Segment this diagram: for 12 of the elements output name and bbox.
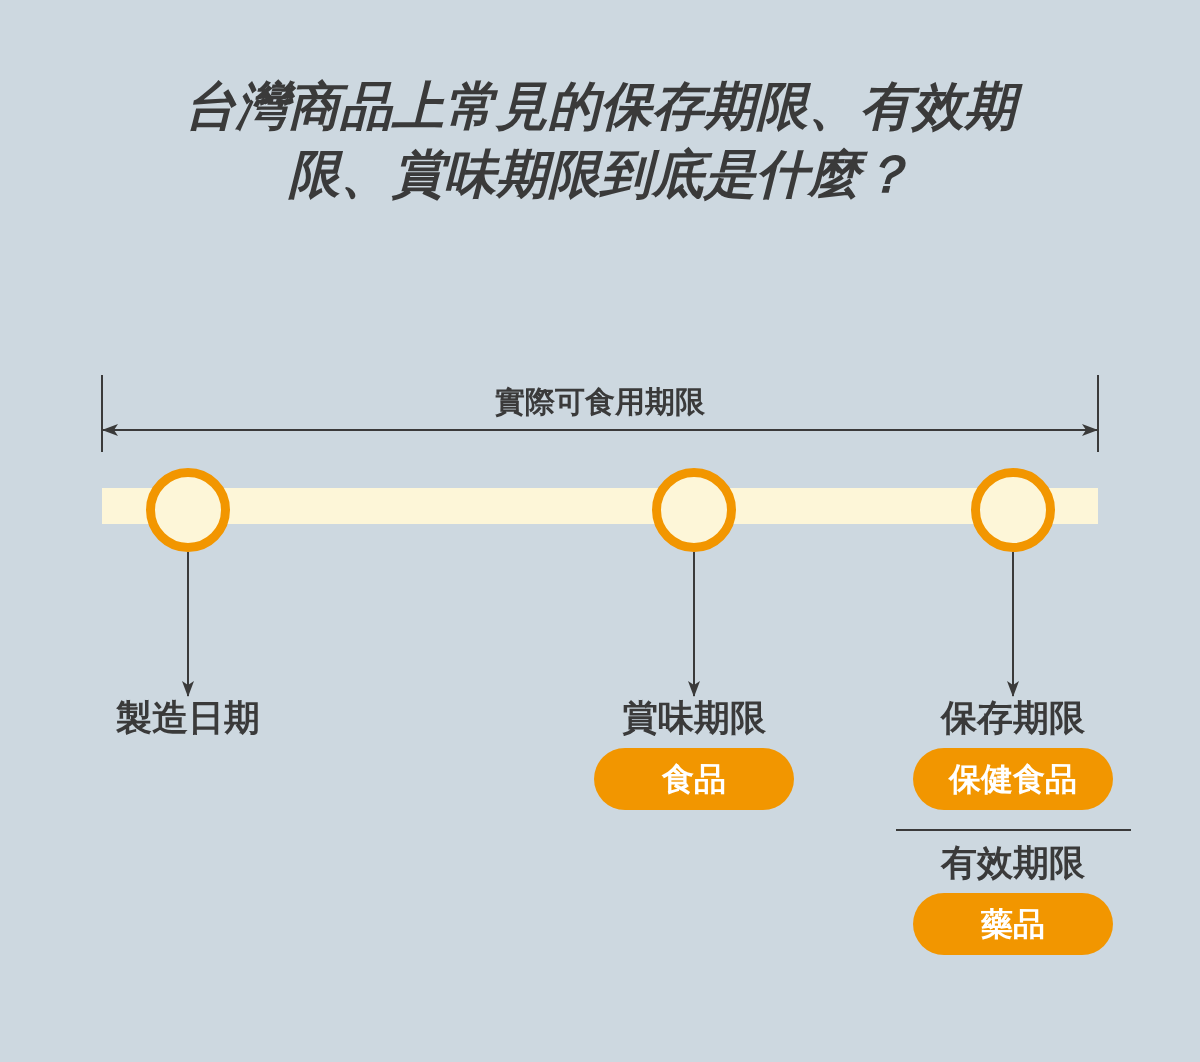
timeline-label: 有效期限 — [903, 843, 1123, 883]
timeline-label: 賞味期限 — [584, 698, 804, 738]
category-tag: 食品 — [594, 748, 794, 810]
arrow — [182, 551, 194, 697]
dimension-label: 實際可食用期限 — [494, 384, 706, 420]
timeline-label: 製造日期 — [78, 698, 298, 738]
timeline-label: 保存期限 — [903, 698, 1123, 738]
title: 台灣商品上常見的保存期限、有效期限、賞味期限到底是什麼？ — [150, 72, 1050, 208]
arrow — [1007, 551, 1019, 697]
category-tag: 藥品 — [913, 893, 1113, 955]
category-tag: 保健食品 — [913, 748, 1113, 810]
arrow — [688, 551, 700, 697]
